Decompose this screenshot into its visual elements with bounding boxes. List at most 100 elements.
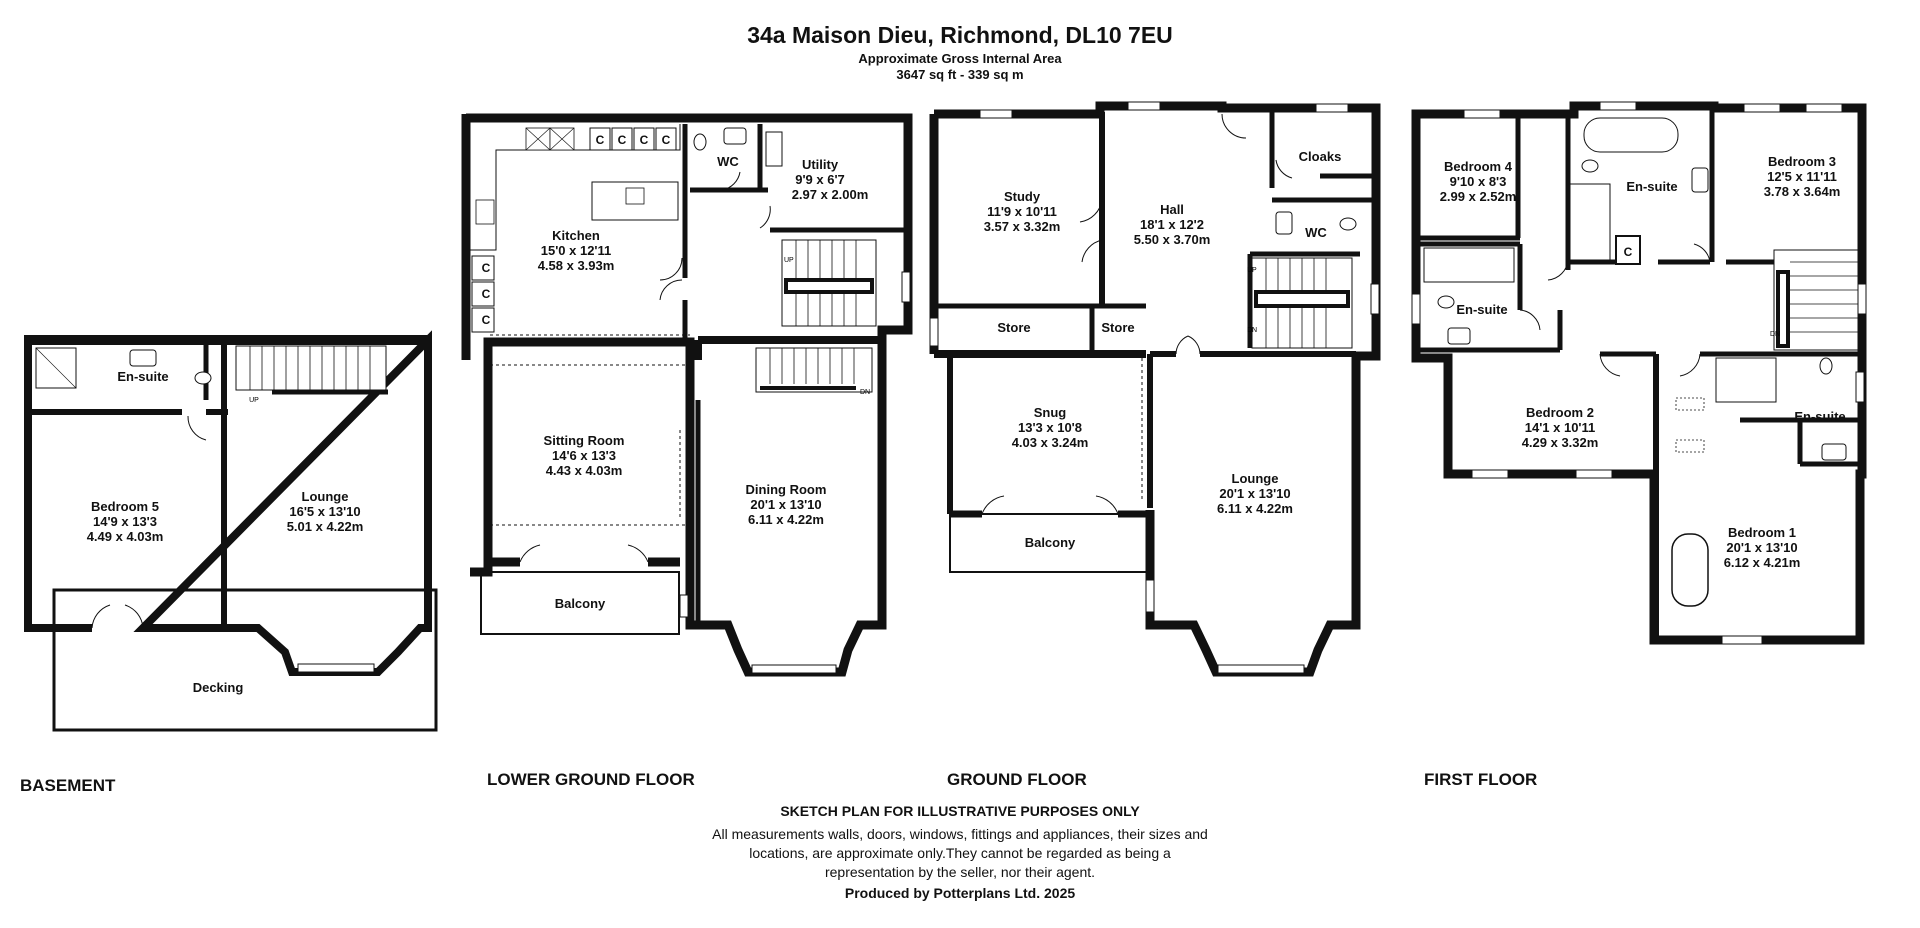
- bedroom1-metric: 6.12 x 4.21m: [1724, 555, 1801, 570]
- basin-icon: [1821, 443, 1847, 461]
- utility-imperial: 9'9 x 6'7: [795, 172, 845, 187]
- ground-balcony-label: Balcony: [1025, 535, 1076, 550]
- bedroom2-metric: 4.29 x 3.32m: [1522, 435, 1599, 450]
- basin-icon: [1691, 167, 1709, 193]
- bedroom5-name: Bedroom 5: [91, 499, 159, 514]
- dining-room-name: Dining Room: [746, 482, 827, 497]
- freestanding-bath-icon: [1583, 117, 1679, 153]
- dining-bay-window: [751, 664, 837, 674]
- ground-lounge-metric: 6.11 x 4.22m: [1217, 501, 1293, 516]
- lounge-bay-window: [1217, 664, 1305, 674]
- study-imperial: 11'9 x 10'11: [987, 204, 1057, 219]
- sitting-room-metric: 4.43 x 4.03m: [546, 463, 623, 478]
- sitting-room-imperial: 14'6 x 13'3: [552, 448, 616, 463]
- utility-name: Utility: [802, 157, 839, 172]
- bedroom4-imperial: 9'10 x 8'3: [1450, 174, 1507, 189]
- toilet-icon: [1819, 357, 1833, 375]
- toilet-icon: [1339, 217, 1357, 231]
- sitting-room-name: Sitting Room: [544, 433, 625, 448]
- bedroom5-imperial: 14'9 x 13'3: [93, 514, 157, 529]
- decking-label: Decking: [193, 680, 244, 695]
- bedroom2-imperial: 14'1 x 10'11: [1525, 420, 1596, 435]
- shower-tray: [1715, 357, 1777, 403]
- hall-metric: 5.50 x 3.70m: [1134, 232, 1211, 247]
- dn-mark: DN: [860, 389, 870, 396]
- toilet-icon: [1581, 159, 1599, 173]
- area-value: 3647 sq ft - 339 sq m: [896, 67, 1024, 82]
- lower-ground-plan: C C C C C C C: [461, 113, 913, 677]
- cupboard-mark: C: [482, 313, 491, 327]
- toilet-icon: [693, 133, 707, 151]
- basement-staircase: [235, 345, 387, 391]
- bedroom5-metric: 4.49 x 4.03m: [87, 529, 164, 544]
- first-ensuite-right-label: En-suite: [1794, 409, 1845, 424]
- basin-icon: [723, 127, 747, 145]
- first-floor-staircase: [1773, 249, 1859, 351]
- first-floor-plan: C DN: [1411, 101, 1867, 645]
- basement-lounge-metric: 5.01 x 4.22m: [287, 519, 364, 534]
- bedroom1-imperial: 20'1 x 13'10: [1726, 540, 1797, 555]
- bedroom3-name: Bedroom 3: [1768, 154, 1836, 169]
- bedroom3-metric: 3.78 x 3.64m: [1764, 184, 1841, 199]
- bedroom1-bath-icon: [1671, 533, 1709, 607]
- basement-lounge-imperial: 16'5 x 13'10: [289, 504, 360, 519]
- area-caption: Approximate Gross Internal Area: [858, 51, 1062, 66]
- first-floor-label: FIRST FLOOR: [1424, 770, 1538, 789]
- basin-icon: [129, 349, 157, 367]
- first-cupboard: [1615, 235, 1641, 265]
- up-mark: UP: [249, 397, 259, 404]
- shower-tray: [1423, 247, 1515, 283]
- ground-wc-label: WC: [1305, 225, 1327, 240]
- basement-lounge-name: Lounge: [302, 489, 349, 504]
- kitchen-name: Kitchen: [552, 228, 600, 243]
- store1-label: Store: [997, 320, 1030, 335]
- cloaks-label: Cloaks: [1299, 149, 1342, 164]
- cupboard-mark: C: [482, 261, 491, 275]
- snug-imperial: 13'3 x 10'8: [1018, 420, 1082, 435]
- cupboard-mark: C: [482, 287, 491, 301]
- basement-plan: En-suite UP Bedroom 5 14'9 x 13'3 4.49 x…: [24, 330, 438, 732]
- bedroom4-metric: 2.99 x 2.52m: [1440, 189, 1517, 204]
- hob-icon: [475, 199, 495, 225]
- bay-window: [297, 663, 375, 673]
- utility-sink-icon: [765, 131, 783, 167]
- dining-room-metric: 6.11 x 4.22m: [748, 512, 824, 527]
- plan-title: 34a Maison Dieu, Richmond, DL10 7EU: [747, 22, 1173, 48]
- study-metric: 3.57 x 3.32m: [984, 219, 1061, 234]
- lower-ground-staircase: [755, 239, 877, 393]
- bedroom4-name: Bedroom 4: [1444, 159, 1513, 174]
- hall-name: Hall: [1160, 202, 1184, 217]
- dining-room-imperial: 20'1 x 13'10: [750, 497, 821, 512]
- toilet-icon: [1437, 295, 1455, 309]
- basement-ensuite-label: En-suite: [117, 369, 168, 384]
- disclaimer-line: All measurements walls, doors, windows, …: [712, 826, 1208, 842]
- snug-metric: 4.03 x 3.24m: [1012, 435, 1089, 450]
- cupboard-mark: C: [618, 133, 627, 147]
- kitchen-imperial: 15'0 x 12'11: [541, 243, 612, 258]
- basin-icon: [1447, 327, 1471, 345]
- first-ensuite-top-label: En-suite: [1626, 179, 1677, 194]
- kitchen-metric: 4.58 x 3.93m: [538, 258, 615, 273]
- disclaimer-line: representation by the seller, nor their …: [824, 864, 1096, 880]
- lower-wc-label: WC: [717, 154, 739, 169]
- basement-floor-label: BASEMENT: [20, 776, 116, 795]
- disclaimer-line: locations, are approximate only.They can…: [749, 845, 1171, 861]
- toilet-icon: [194, 371, 212, 385]
- lower-ground-floor-label: LOWER GROUND FLOOR: [487, 770, 695, 789]
- sink-icon: [625, 187, 645, 205]
- first-ensuite-left-label: En-suite: [1456, 302, 1507, 317]
- up-mark: UP: [784, 257, 794, 264]
- basin-icon: [1275, 211, 1293, 235]
- bedroom3-imperial: 12'5 x 11'11: [1767, 169, 1837, 184]
- cupboard-mark: C: [1624, 245, 1633, 259]
- lower-balcony-label: Balcony: [555, 596, 606, 611]
- bedroom1-name: Bedroom 1: [1728, 525, 1796, 540]
- utility-metric: 2.97 x 2.00m: [792, 187, 869, 202]
- ground-balcony-area: [949, 513, 1151, 573]
- dn-mark: DN: [1770, 331, 1780, 338]
- study-name: Study: [1004, 189, 1041, 204]
- up-mark: UP: [1247, 267, 1257, 274]
- store2-label: Store: [1101, 320, 1134, 335]
- bedroom2-name: Bedroom 2: [1526, 405, 1594, 420]
- ground-floor-label: GROUND FLOOR: [947, 770, 1087, 789]
